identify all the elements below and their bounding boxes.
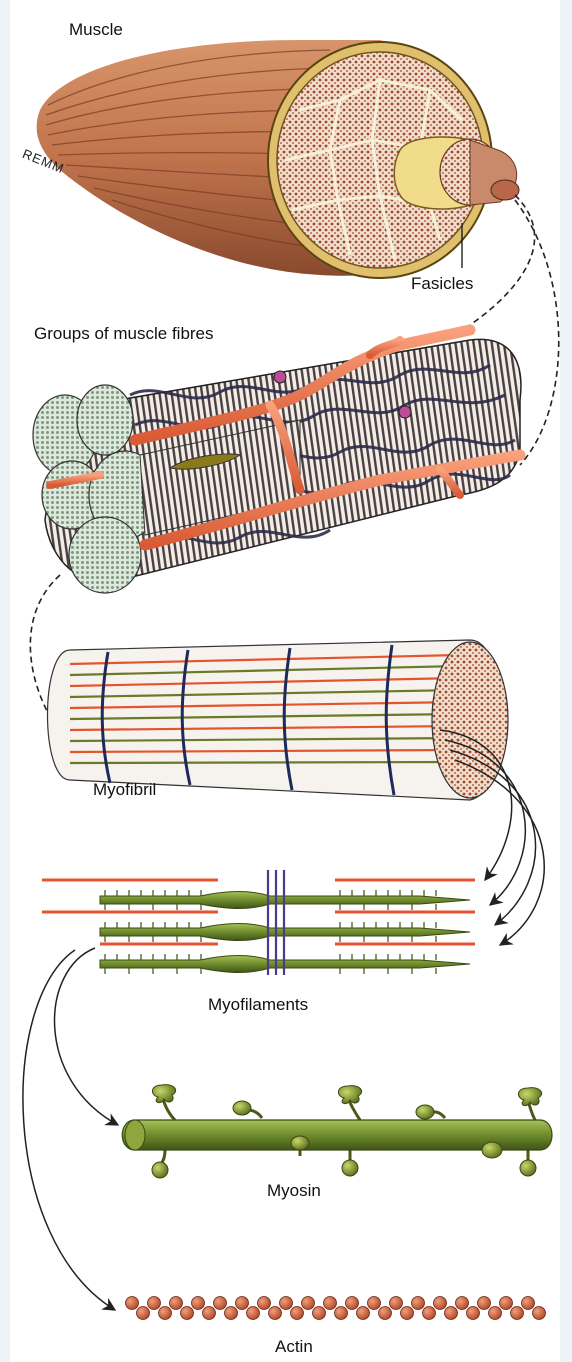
actin-bead [126,1297,139,1310]
actin-bead [159,1307,172,1320]
whole-muscle-illustration [37,40,519,278]
actin-bead [291,1307,304,1320]
actin-bead [533,1307,546,1320]
actin-bead [423,1307,436,1320]
label-groups-of-muscle-fibres: Groups of muscle fibres [34,324,214,344]
actin-bead [412,1297,425,1310]
myofilament-lattice [42,870,475,975]
actin-bead [324,1297,337,1310]
fibre-end-5 [69,517,141,593]
actin-bead [225,1307,238,1320]
actin-bead [181,1307,194,1320]
actin-bead [467,1307,480,1320]
actin-bead [192,1297,205,1310]
fibre-end-2 [77,385,133,455]
actin-bead [489,1307,502,1320]
actin-bead [346,1297,359,1310]
label-actin: Actin [275,1337,313,1357]
actin-bead [236,1297,249,1310]
actin-bead [434,1297,447,1310]
actin-arrow [23,950,115,1310]
label-myofibril: Myofibril [93,780,156,800]
actin-bead [280,1297,293,1310]
capillary-cell-1 [274,371,286,383]
connector-dashed-2 [515,200,559,465]
actin-bead [445,1307,458,1320]
actin-bead [390,1297,403,1310]
label-fasicles: Fasicles [411,274,473,294]
capillary-cell-2 [399,406,411,418]
actin-bead [357,1307,370,1320]
fibre-end [491,180,519,200]
label-myosin: Myosin [267,1181,321,1201]
actin-bead [368,1297,381,1310]
actin-bead [313,1307,326,1320]
actin-bead [214,1297,227,1310]
actin-bead [456,1297,469,1310]
myosin-rod-end [125,1120,145,1150]
actin-illustration [126,1297,546,1320]
actin-bead [170,1297,183,1310]
actin-bead [247,1307,260,1320]
myofibril-end [432,642,508,798]
actin-bead [137,1307,150,1320]
actin-bead [302,1297,315,1310]
actin-bead [522,1297,535,1310]
myosin-illustration [122,1085,552,1178]
label-myofilaments: Myofilaments [208,995,308,1015]
myofibril-illustration [48,640,509,800]
actin-bead [258,1297,271,1310]
actin-bead [269,1307,282,1320]
actin-bead [148,1297,161,1310]
actin-bead [335,1307,348,1320]
actin-bead [500,1297,513,1310]
actin-bead [203,1307,216,1320]
actin-bead [511,1307,524,1320]
myosin-arrow [55,948,118,1125]
actin-bead [478,1297,491,1310]
label-muscle: Muscle [69,20,123,40]
m-line [268,870,284,975]
actin-bead [401,1307,414,1320]
actin-bead [379,1307,392,1320]
fibre-bundle-illustration [33,330,521,593]
